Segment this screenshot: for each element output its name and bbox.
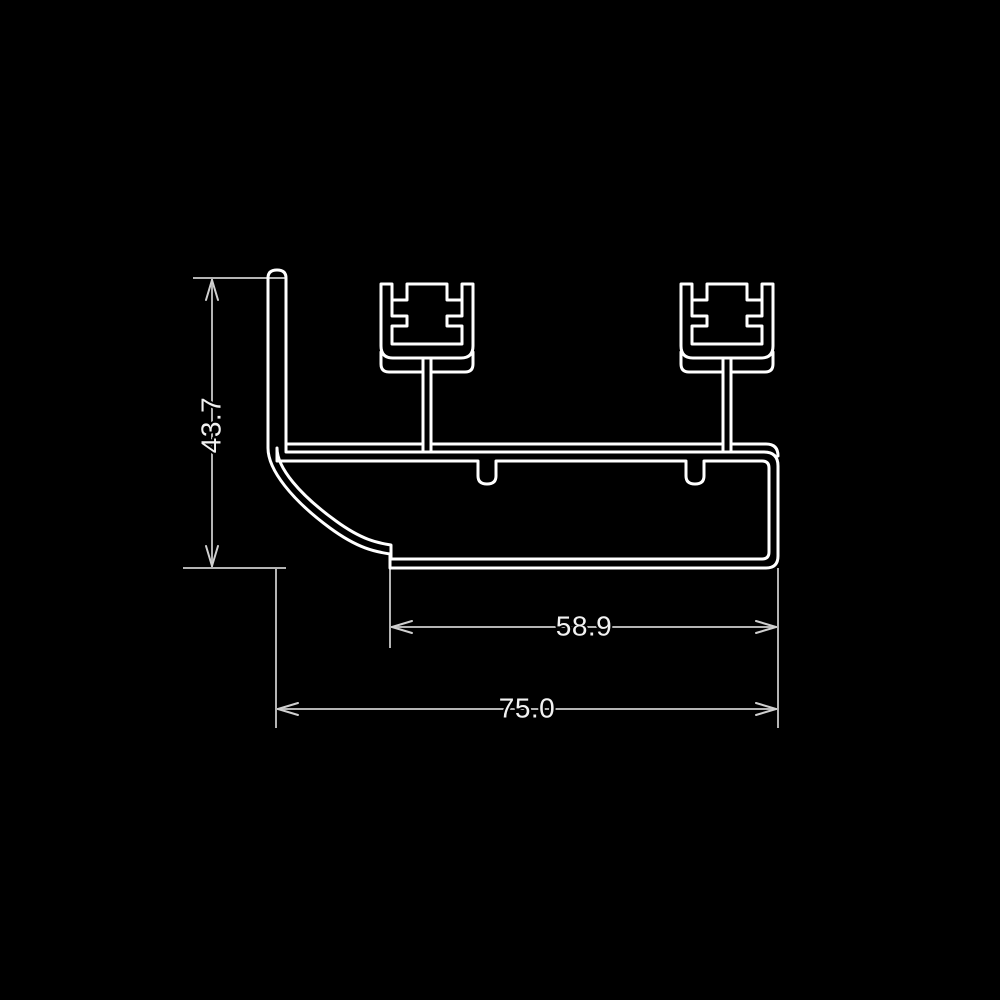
deck-top-edge-right-span xyxy=(729,442,780,458)
dimension-overall-width-75-0: 75.0 xyxy=(275,568,779,728)
channel-right-foot-right xyxy=(729,350,775,374)
main-body-outline xyxy=(266,268,780,570)
channel-left-foot-right xyxy=(429,350,475,374)
channel-right-foot xyxy=(679,350,725,374)
dim-arrow-height-bottom xyxy=(205,545,219,567)
dimension-height-43-7: 43.7 xyxy=(183,277,286,569)
dim-arrow-height-top xyxy=(205,279,219,301)
body-inner-chamber xyxy=(275,446,771,561)
dim-arrow-inner-right xyxy=(755,620,777,634)
channel-left-inner-returns xyxy=(390,288,464,346)
channel-left-foot xyxy=(379,350,425,374)
channel-right-outline xyxy=(679,282,775,360)
dim-arrow-overall-left xyxy=(277,702,299,716)
channel-right-inner-returns xyxy=(690,288,764,346)
dim-arrow-overall-right xyxy=(755,702,777,716)
dim-text-inner-width: 58.9 xyxy=(556,610,613,641)
dim-arrow-inner-left xyxy=(391,620,413,634)
channel-left xyxy=(379,282,475,374)
channel-left-outline xyxy=(379,282,475,360)
dim-text-overall-width: 75.0 xyxy=(499,692,556,723)
dimension-inner-width-58-9: 58.9 xyxy=(389,560,779,648)
dim-text-height: 43.7 xyxy=(195,397,226,454)
channel-right xyxy=(679,282,775,374)
